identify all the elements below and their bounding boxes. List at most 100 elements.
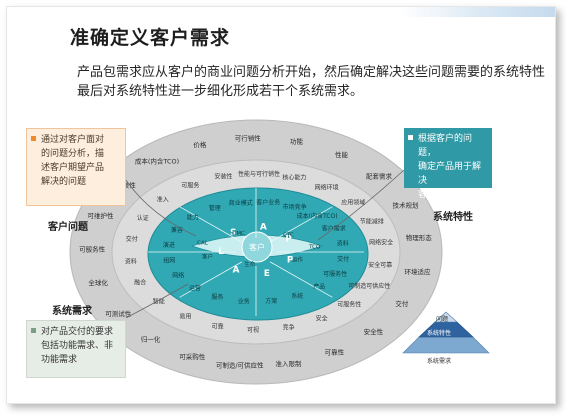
middle-ring-label: 资料: [125, 257, 137, 265]
center-tag: 生命: [244, 260, 256, 268]
center-letter: P: [287, 255, 294, 265]
outer-ring-label: 配套需求: [366, 172, 393, 181]
inner-ring-label: 网络: [172, 272, 184, 280]
core-circle: [241, 231, 273, 263]
inner-ring-label: 服务: [211, 293, 223, 301]
inner-ring-label: 成本(内含TCO): [297, 212, 338, 220]
middle-ring-label: 竞争: [283, 323, 295, 331]
connector-feature: [317, 169, 405, 241]
description-line: 产品包需求应从客户的商业问题分析开始，然后确定解决这些问题需要的系统特性: [77, 65, 546, 80]
middle-ring-label: 认证: [137, 214, 149, 222]
description: 产品包需求应从客户的商业问题分析开始，然后确定解决这些问题需要的系统特性 最后对…: [77, 63, 547, 101]
middle-ring-label: 网络环境: [315, 183, 339, 191]
outer-ring-label: 归一化: [141, 335, 161, 344]
middle-ring-label: 可服务: [181, 181, 199, 189]
center-tag: CTC: [283, 233, 294, 239]
middle-ring-label: 应用领域: [341, 198, 365, 206]
callout-system-feature: 根据客户的问题， 确定产品用于解决 客户问题的特性: [404, 128, 492, 200]
center-tag: 客户: [202, 252, 213, 260]
inner-ring-label: 客户业务: [256, 199, 280, 207]
inner-ring-label: 管理: [209, 204, 221, 212]
inner-ring-label: 资料: [337, 239, 349, 247]
callout-line: 客户问题的特性: [418, 190, 482, 200]
center-letter: L: [218, 247, 224, 257]
callout-line: 确定产品用于解决: [418, 162, 482, 186]
middle-ring-label: 可视: [247, 326, 259, 334]
middle-ring-label: 可制造可供应性: [348, 282, 390, 290]
core-label: 客户: [249, 242, 265, 252]
outer-ring-label: 可制造/可供应性: [216, 361, 264, 370]
middle-ring-label: 网络安全: [369, 239, 393, 247]
inner-ring-label: 兼容: [171, 226, 183, 234]
pyramid-bottom: [402, 336, 490, 354]
pyramid-top: [434, 311, 458, 323]
inner-ring-label: 交付: [337, 255, 349, 263]
spoke-line: [179, 261, 243, 298]
description-line: 最后对系统特性进一步细化形成若干个系统需求。: [77, 84, 364, 99]
middle-ring-label: 性能与可行销性: [238, 170, 280, 178]
inner-ring-label: 方案: [265, 297, 277, 305]
middle-ring-label: 安全: [316, 315, 328, 323]
pyramid-top-label: 问题: [436, 316, 449, 323]
center-letter: A: [260, 222, 267, 232]
callout-line: 通过对客户面对: [41, 135, 105, 145]
callout-bullet: [31, 136, 36, 141]
page-title: 准确定义客户需求: [70, 27, 231, 49]
pyramid-bottom-label: 系统需求: [427, 358, 452, 365]
spokes: [148, 188, 364, 316]
callout-customer-problem: 通过对客户面对 的问题分析，描 述客户期望产品 解决的问题: [26, 128, 126, 206]
label-system-requirement: 系统需求: [52, 306, 92, 317]
outer-ring-label: 技术规划: [393, 200, 419, 209]
inner-ring-label: 商业模式: [229, 199, 253, 207]
pyramid-middle-label: 系统特性: [427, 330, 452, 337]
middle-ring-label: 核心能力: [282, 174, 306, 182]
callout-line: 的问题分析，描: [41, 149, 105, 159]
outer-ring-label: 可服务性: [79, 244, 106, 253]
connector-customer: [125, 179, 197, 237]
inner-ring-label: 演进: [163, 241, 175, 249]
spoke-line: [179, 206, 243, 243]
connector-requirement: [125, 283, 189, 319]
center-letter: S: [230, 228, 236, 238]
outer-ring-label: 可行销性: [235, 133, 262, 142]
middle-ring-label: 安全可靠: [368, 261, 392, 269]
outer-ring-label: 准入限制: [276, 359, 303, 368]
outer-ring-label: 全球化: [88, 278, 108, 287]
outer-ring-label: 功能: [290, 137, 304, 146]
outer-ring-label: 安全性: [364, 327, 384, 336]
outer-ring-label: 性能: [335, 150, 349, 159]
inner-ring-label: 运营: [189, 284, 201, 292]
inner-ring-label: 组网: [163, 257, 175, 265]
callout-bullet: [31, 328, 36, 333]
middle-ring-label: 节能减排: [360, 217, 384, 225]
middle-ring-label: 智能: [153, 298, 165, 306]
middle-ring-labels: 安装性性能与可行销性核心能力网络环境应用领域节能减排网络安全安全可靠可制造可供应…: [125, 170, 393, 334]
middle-ring-label: 可靠: [212, 322, 224, 330]
outer-ring-label: 可采购性: [179, 352, 206, 361]
callout-line: 根据客户的问题，: [418, 134, 473, 158]
center-letter: P: [285, 235, 292, 245]
inner-ring-label: 市场竞争: [283, 203, 307, 211]
callout-line: 解决的问题: [41, 177, 87, 187]
callout-line: 功能需求: [41, 355, 78, 365]
middle-ring-label: 交付: [126, 235, 138, 243]
outer-ring-label: 可维护性: [88, 211, 115, 220]
callout-line: 包括功能需求、非: [41, 341, 114, 351]
center-tag: TCO: [308, 244, 321, 250]
middle-ring-label: 可服务性: [337, 301, 361, 309]
inner-ring-label: 产品: [313, 283, 325, 291]
inner-ring-label: 可服务性: [323, 270, 347, 278]
inner-ring-label: 系统: [291, 292, 303, 300]
label-system-feature: 系统特性: [433, 212, 473, 223]
outer-ring-label: 成本(内含TCO): [135, 156, 179, 165]
spoke-line: [269, 206, 333, 243]
spoke-line: [269, 261, 333, 298]
center-letter: A: [233, 266, 240, 276]
center-letter: E: [264, 269, 270, 279]
inner-ring-label: 业务: [238, 298, 250, 306]
center-tag: CAL: [197, 241, 209, 247]
outer-ring-label: 价格: [193, 140, 207, 149]
center-tag: DMC: [232, 231, 245, 237]
